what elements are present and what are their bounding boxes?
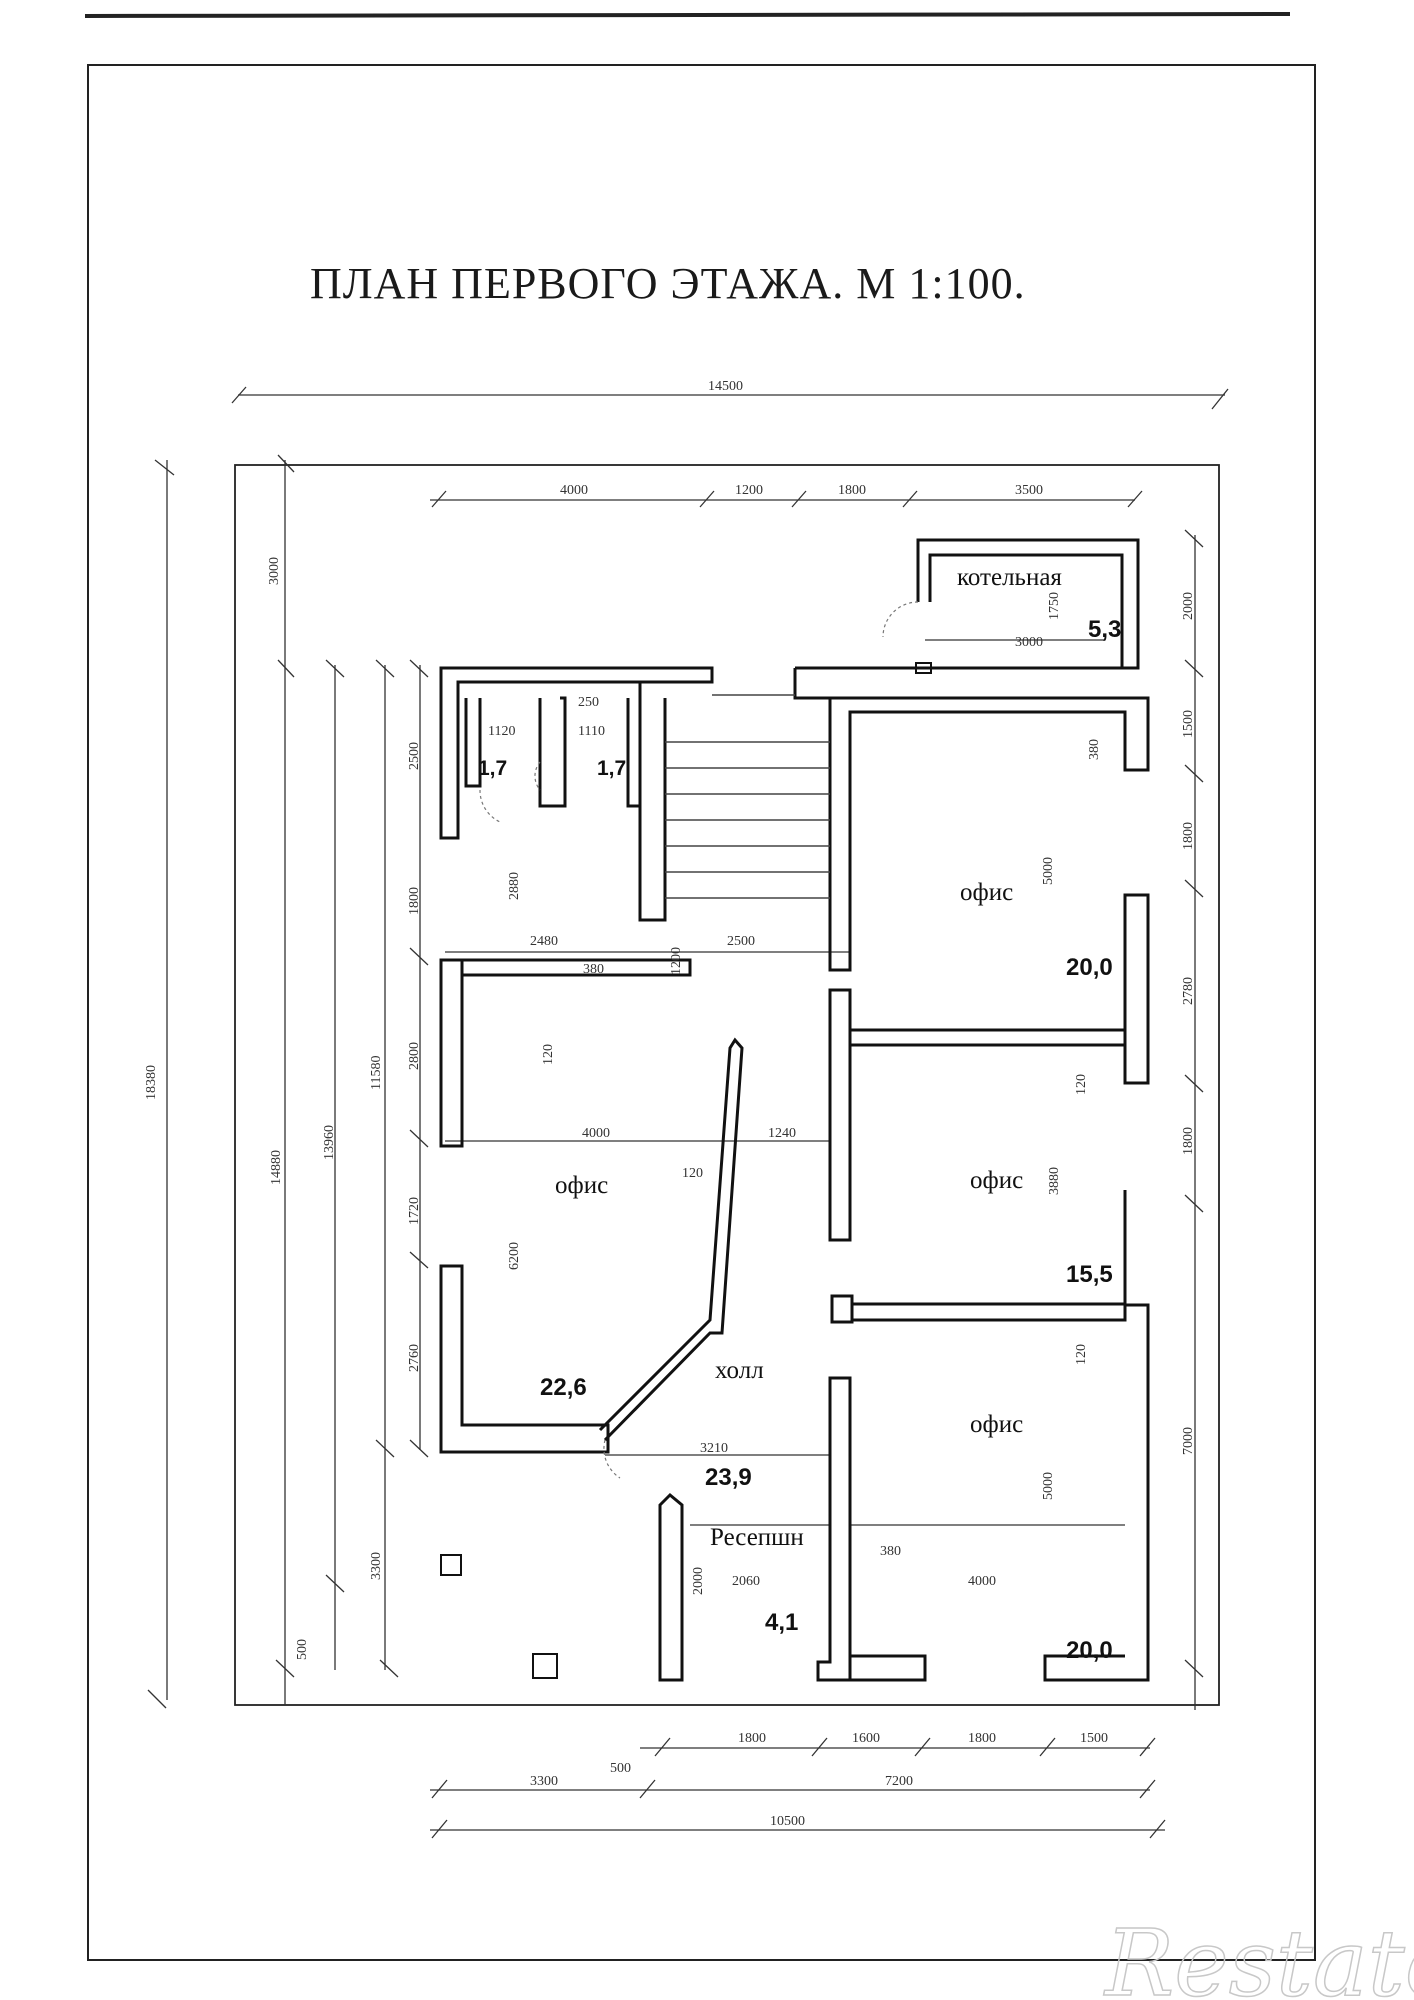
- dim-right-1: 2000: [1181, 592, 1196, 620]
- room-label-office-w: офис: [555, 1172, 608, 1199]
- dim-top-2: 1200: [735, 483, 763, 498]
- room-label-office-ne: офис: [960, 879, 1013, 906]
- dim-int-1240: 1240: [768, 1126, 796, 1141]
- plot-frame: [234, 464, 1220, 1706]
- dim-overall-width: 14500: [708, 379, 743, 394]
- dim-left-1: 3000: [267, 557, 282, 585]
- room-area-wc2: 1,7: [597, 757, 626, 780]
- dim-bottom-mid-3: 7200: [885, 1774, 913, 1789]
- dim-left-12: 3300: [369, 1552, 384, 1580]
- dim-right-5: 1800: [1181, 1127, 1196, 1155]
- dim-int-250: 250: [578, 695, 599, 710]
- dim-right-4: 2780: [1181, 977, 1196, 1005]
- dim-overall-height: 18380: [144, 1065, 159, 1100]
- dim-left-7: 13960: [322, 1125, 337, 1160]
- dim-left-6: 2800: [407, 1042, 422, 1070]
- scan-edge-line: [84, 12, 1291, 18]
- dim-top-4: 3500: [1015, 483, 1043, 498]
- dim-int-120-d: 120: [1074, 1344, 1089, 1365]
- room-label-hall: холл: [715, 1357, 764, 1384]
- room-label-boiler: котельная: [957, 564, 1062, 591]
- dim-int-3210: 3210: [700, 1441, 728, 1456]
- dim-int-1120: 1120: [488, 724, 515, 739]
- dim-left-5: 11580: [369, 1056, 384, 1090]
- room-area-hall: 23,9: [705, 1464, 752, 1491]
- dimension-texts: 14500 18380 4000 1200 1800 3500 1800 160…: [144, 379, 1196, 1829]
- dim-left-10: 6200: [507, 1242, 522, 1270]
- dim-right-2: 1500: [1181, 710, 1196, 738]
- dim-int-120-b: 120: [1074, 1074, 1089, 1095]
- dim-right-3: 1800: [1181, 822, 1196, 850]
- room-area-reception: 4,1: [765, 1609, 798, 1636]
- dim-int-4000-a: 4000: [582, 1126, 610, 1141]
- dimension-lines: [147, 386, 1229, 1839]
- dim-right-6: 7000: [1181, 1427, 1196, 1455]
- plan-title: ПЛАН ПЕРВОГО ЭТАЖА. М 1:100.: [310, 259, 1026, 308]
- dim-int-3880: 3880: [1047, 1167, 1062, 1195]
- dim-left-11: 2760: [407, 1344, 422, 1372]
- room-area-office-se: 20,0: [1066, 1637, 1113, 1664]
- dim-top-1: 4000: [560, 483, 588, 498]
- dim-bottom-4: 1500: [1080, 1731, 1108, 1746]
- dim-int-1200: 1200: [669, 947, 684, 975]
- dim-int-120-a: 120: [541, 1044, 556, 1065]
- dim-left-4: 2880: [507, 872, 522, 900]
- room-area-office-ne: 20,0: [1066, 954, 1113, 981]
- sheet-frame: [87, 64, 1316, 1961]
- dim-int-380-a: 380: [1087, 739, 1102, 760]
- room-labels: котельная 5,3 1,7 1,7 офис 20,0 офис 22,…: [478, 564, 1121, 1664]
- room-area-office-e: 15,5: [1066, 1261, 1113, 1288]
- dim-bottom-2: 1600: [852, 1731, 880, 1746]
- dim-bottom-1: 1800: [738, 1731, 766, 1746]
- dim-bottom-3: 1800: [968, 1731, 996, 1746]
- dim-bottom-mid-2: 500: [610, 1761, 631, 1776]
- dim-int-5000-b: 5000: [1041, 1472, 1056, 1500]
- dim-left-3: 1800: [407, 887, 422, 915]
- dim-left-9: 1720: [407, 1197, 422, 1225]
- room-label-office-se: офис: [970, 1411, 1023, 1438]
- dim-int-380-b: 380: [583, 962, 604, 977]
- stair-treads: [665, 694, 830, 899]
- dim-bottom-total: 10500: [770, 1814, 805, 1829]
- room-label-office-e: офис: [970, 1167, 1023, 1194]
- dim-int-1110: 1110: [578, 724, 605, 739]
- dim-left-13: 500: [295, 1639, 310, 1660]
- dim-int-2000: 2000: [691, 1567, 706, 1595]
- dim-int-5000-a: 5000: [1041, 857, 1056, 885]
- dim-bottom-mid-1: 3300: [530, 1774, 558, 1789]
- watermark-logo: Restate: [1103, 1910, 1414, 2000]
- room-area-boiler: 5,3: [1088, 616, 1121, 643]
- room-label-reception: Ресепшн: [710, 1524, 804, 1551]
- dim-int-3000: 3000: [1015, 635, 1043, 650]
- door-arcs: [479, 601, 919, 1479]
- dim-left-2: 2500: [407, 742, 422, 770]
- dim-int-2060: 2060: [732, 1574, 760, 1589]
- dim-int-2480: 2480: [530, 934, 558, 949]
- dim-left-8: 14880: [269, 1150, 284, 1185]
- dim-int-1750: 1750: [1047, 592, 1062, 620]
- walls: [439, 538, 1150, 1682]
- dim-int-120-c: 120: [682, 1166, 703, 1181]
- dim-top-3: 1800: [838, 483, 866, 498]
- room-area-office-w: 22,6: [540, 1374, 587, 1401]
- room-area-wc1: 1,7: [478, 757, 507, 780]
- dim-int-2500: 2500: [727, 934, 755, 949]
- dim-int-380-c: 380: [880, 1544, 901, 1559]
- dim-int-4000-b: 4000: [968, 1574, 996, 1589]
